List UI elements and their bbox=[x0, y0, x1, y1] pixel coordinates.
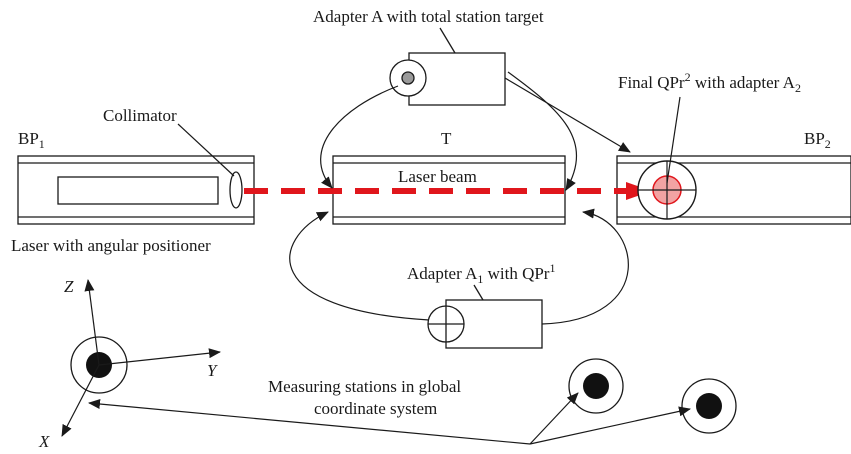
adapter-a bbox=[389, 27, 506, 106]
adapter-a1 bbox=[427, 284, 543, 349]
collimator-lens bbox=[229, 171, 243, 209]
laser-body bbox=[57, 176, 219, 205]
final-qpr2-target bbox=[637, 160, 697, 220]
measuring-label-line1: Measuring stations in global bbox=[268, 377, 461, 396]
arrow-a-to-bp2 bbox=[504, 77, 631, 153]
collimator-label: Collimator bbox=[103, 106, 177, 125]
coordinate-station bbox=[61, 279, 221, 437]
axis-y-label: Y bbox=[207, 361, 218, 380]
measuring-station-2 bbox=[681, 378, 737, 434]
t-label: T bbox=[441, 129, 452, 148]
total-station-target-icon bbox=[401, 71, 415, 85]
measuring-arrows bbox=[88, 392, 691, 445]
measuring-station-1 bbox=[568, 358, 624, 414]
bp1-block bbox=[17, 155, 255, 225]
bp1-label: BP1 bbox=[18, 129, 45, 151]
laser-positioner-label: Laser with angular positioner bbox=[11, 236, 211, 255]
bp2-label: BP2 bbox=[804, 129, 831, 151]
measuring-label-line2: coordinate system bbox=[314, 399, 437, 418]
arrow-a1-to-t-left bbox=[289, 211, 430, 321]
arrow-a1-to-t-right bbox=[541, 208, 629, 325]
final-qpr2-label: Final QPr2 with adapter A2 bbox=[618, 70, 801, 95]
y-axis-arrow bbox=[98, 348, 221, 366]
laser-beam-label: Laser beam bbox=[398, 167, 477, 186]
adapter-a1-label: Adapter A1 with QPr1 bbox=[407, 261, 555, 286]
z-axis-arrow bbox=[84, 279, 100, 366]
axis-x-label: X bbox=[38, 432, 50, 451]
collimator-leader bbox=[177, 123, 235, 177]
x-axis-arrow bbox=[61, 364, 100, 437]
adapter-a-label: Adapter A with total station target bbox=[313, 7, 544, 26]
arrow-a-to-t-right bbox=[507, 71, 578, 191]
axis-z-label: Z bbox=[64, 277, 74, 296]
connection-arrows bbox=[177, 71, 681, 325]
final-qpr2-leader bbox=[666, 96, 681, 184]
arrow-a-to-t-left bbox=[320, 85, 399, 189]
